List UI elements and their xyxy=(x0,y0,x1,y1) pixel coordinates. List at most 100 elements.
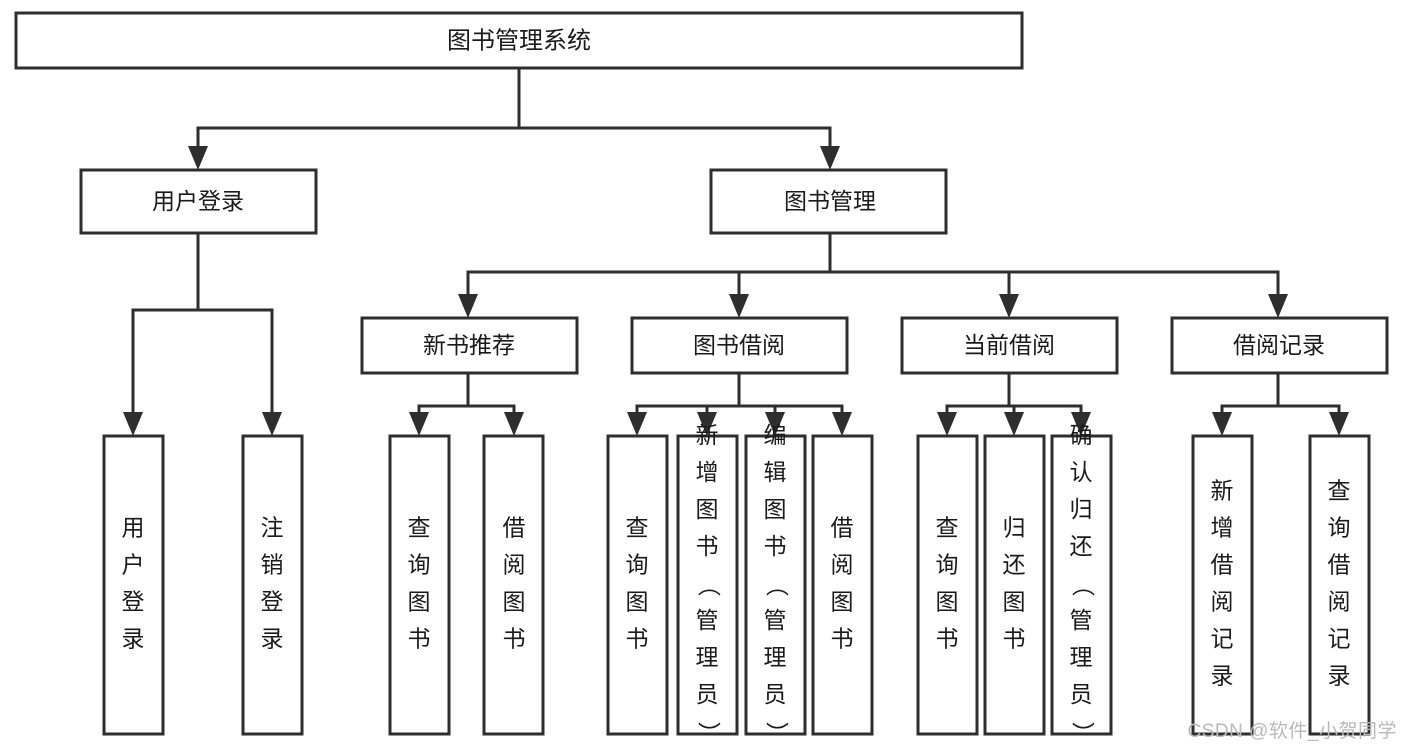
svg-text:户: 户 xyxy=(122,552,145,578)
svg-text:书: 书 xyxy=(696,533,719,559)
svg-text:管: 管 xyxy=(696,607,719,633)
connector-group-root xyxy=(188,66,840,170)
arrowhead-rc-leaf2 xyxy=(1329,412,1349,436)
node-book-borrow-label: 图书借阅 xyxy=(693,332,785,358)
svg-text:）: ） xyxy=(1070,722,1096,745)
node-book-management[interactable]: 图书管理 xyxy=(709,168,948,235)
arrowhead-rc-leaf1 xyxy=(1212,412,1232,436)
svg-text:阅: 阅 xyxy=(1328,589,1351,615)
svg-text:查: 查 xyxy=(626,515,649,541)
node-leaf-confirm-return-admin-box xyxy=(1050,434,1113,736)
svg-text:借: 借 xyxy=(1328,552,1351,578)
svg-text:管: 管 xyxy=(1070,607,1093,633)
svg-text:辑: 辑 xyxy=(764,459,787,485)
node-current-borrow-label: 当前借阅 xyxy=(963,332,1055,358)
svg-text:图: 图 xyxy=(408,589,431,615)
svg-text:管: 管 xyxy=(764,607,787,633)
svg-text:（: （ xyxy=(1070,574,1096,597)
connector-group-borrow xyxy=(627,371,852,436)
svg-text:员: 员 xyxy=(764,681,787,707)
svg-text:）: ） xyxy=(764,722,790,745)
svg-text:新: 新 xyxy=(1211,478,1234,504)
svg-text:书: 书 xyxy=(936,626,959,652)
svg-text:归: 归 xyxy=(1003,515,1026,541)
node-leaf-add-book-admin-box xyxy=(676,434,739,736)
svg-text:借: 借 xyxy=(831,515,854,541)
svg-text:图: 图 xyxy=(831,589,854,615)
node-book-management-box xyxy=(709,168,948,235)
svg-text:录: 录 xyxy=(122,626,145,652)
arrowhead-leaf-user-login xyxy=(123,412,143,436)
node-leaf-query-book-nb-box xyxy=(388,434,451,736)
svg-text:（: （ xyxy=(696,574,722,597)
svg-text:记: 记 xyxy=(1328,626,1351,652)
node-book-borrow[interactable]: 图书借阅 xyxy=(630,316,849,375)
connector-group-current-borrow xyxy=(937,371,1091,436)
arrowhead-bw-leaf4 xyxy=(832,412,852,436)
svg-text:图: 图 xyxy=(696,496,719,522)
svg-text:图: 图 xyxy=(626,589,649,615)
arrowhead-records xyxy=(1268,294,1288,318)
node-leaf-user-login[interactable]: 用户登录 xyxy=(102,434,165,736)
node-root-system[interactable]: 图书管理系统 xyxy=(14,11,1024,70)
node-leaf-edit-book-admin-box xyxy=(744,434,807,736)
node-leaf-add-borrow-record-box xyxy=(1191,434,1254,736)
svg-text:阅: 阅 xyxy=(1211,589,1234,615)
svg-text:阅: 阅 xyxy=(503,552,526,578)
arrowhead-bw-leaf3 xyxy=(765,412,785,436)
node-borrow-records[interactable]: 借阅记录 xyxy=(1170,316,1389,375)
svg-text:阅: 阅 xyxy=(831,552,854,578)
svg-text:理: 理 xyxy=(1070,644,1093,670)
arrowhead-nb-leaf2 xyxy=(504,412,524,436)
svg-text:询: 询 xyxy=(936,552,959,578)
node-current-borrow[interactable]: 当前借阅 xyxy=(900,316,1119,375)
svg-text:查: 查 xyxy=(936,515,959,541)
node-book-borrow-box xyxy=(630,316,849,375)
svg-text:销: 销 xyxy=(261,552,284,578)
node-leaf-borrow-book-nb-box xyxy=(482,434,545,736)
svg-text:理: 理 xyxy=(764,644,787,670)
node-leaf-user-login-box xyxy=(102,434,165,736)
node-leaf-borrow-book-bw-box xyxy=(811,434,874,736)
svg-text:员: 员 xyxy=(1070,681,1093,707)
svg-text:书: 书 xyxy=(408,626,431,652)
node-leaf-return-book-box xyxy=(983,434,1046,736)
node-book-management-label: 图书管理 xyxy=(784,188,876,214)
svg-text:书: 书 xyxy=(626,626,649,652)
node-borrow-records-box xyxy=(1170,316,1389,375)
connector-group-user-login xyxy=(123,231,282,436)
node-user-login[interactable]: 用户登录 xyxy=(79,168,318,235)
arrowhead-borrow xyxy=(729,294,749,318)
svg-text:增: 增 xyxy=(1211,515,1234,541)
node-new-book-recommend[interactable]: 新书推荐 xyxy=(360,316,579,375)
arrowhead-cb-leaf3 xyxy=(1071,412,1091,436)
svg-text:理: 理 xyxy=(696,644,719,670)
arrowhead-leaf-logout xyxy=(262,412,282,436)
connector-group-book-mgmt xyxy=(458,231,1288,318)
svg-text:增: 增 xyxy=(696,459,719,485)
node-new-book-recommend-box xyxy=(360,316,579,375)
svg-text:还: 还 xyxy=(1003,552,1026,578)
svg-text:编: 编 xyxy=(764,422,787,448)
svg-text:书: 书 xyxy=(764,533,787,559)
arrowhead-bw-leaf2 xyxy=(697,412,717,436)
